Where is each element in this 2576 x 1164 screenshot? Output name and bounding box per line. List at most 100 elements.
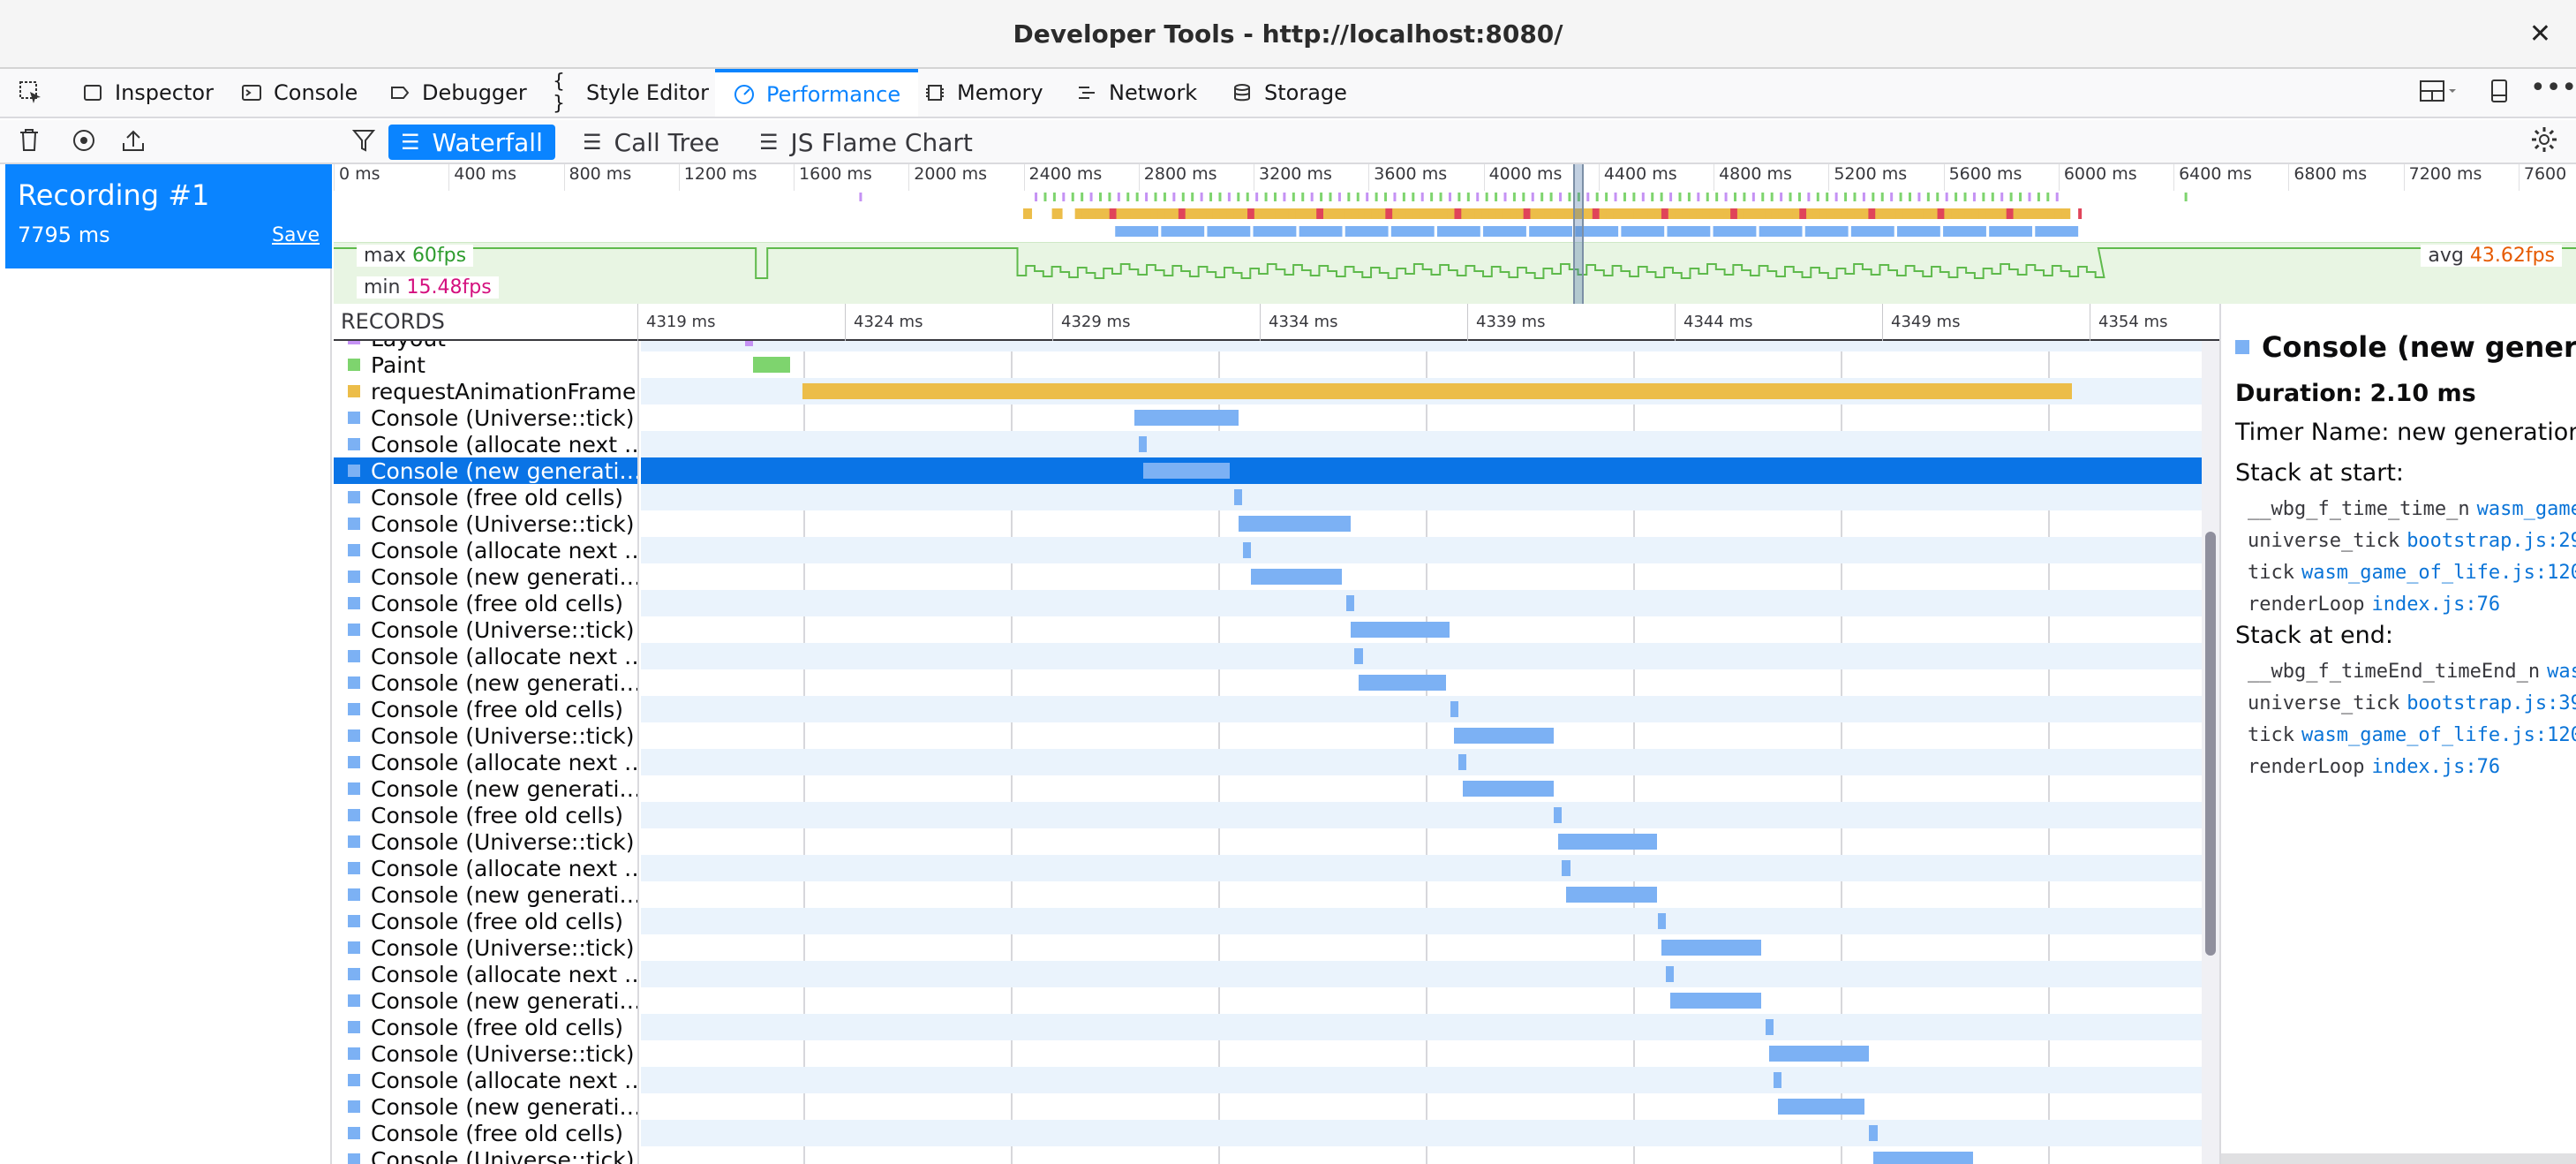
record-icon[interactable] (71, 127, 97, 160)
frame-source-link[interactable]: bootstrap.js:29 (2407, 530, 2576, 552)
waterfall-row[interactable]: Console (Universe::tick) (334, 616, 2202, 643)
marker-bar[interactable] (1661, 940, 1761, 956)
marker-bar[interactable] (1359, 675, 1446, 691)
marker-bar[interactable] (1769, 1046, 1870, 1062)
marker-bar[interactable] (1242, 542, 1251, 558)
waterfall-row[interactable]: Console (new generati… (334, 775, 2202, 802)
responsive-design-icon[interactable] (2488, 78, 2511, 110)
waterfall-row[interactable]: Console (free old cells) (334, 908, 2202, 934)
import-icon[interactable] (120, 127, 147, 160)
marker-bar[interactable] (802, 383, 2073, 399)
marker-bar[interactable] (1774, 1072, 1782, 1088)
marker-bar[interactable] (744, 341, 753, 346)
marker-bar[interactable] (1872, 1152, 1973, 1164)
close-icon[interactable]: ✕ (2528, 19, 2551, 49)
marker-bar[interactable] (1562, 860, 1570, 876)
marker-bar[interactable] (1454, 728, 1554, 744)
frame-source-link[interactable]: wasm_game_of_life.js:120 (2301, 724, 2576, 746)
marker-bar[interactable] (1554, 807, 1563, 823)
waterfall-row[interactable]: Console (allocate next … (334, 855, 2202, 881)
waterfall-row[interactable]: Console (allocate next … (334, 749, 2202, 775)
tab-style-editor[interactable]: { } Style Editor (553, 69, 709, 117)
marker-bar[interactable] (1134, 410, 1239, 426)
marker-bar[interactable] (1665, 966, 1675, 982)
marker-bar[interactable] (1250, 569, 1343, 585)
tab-inspector[interactable]: Inspector (81, 69, 214, 117)
filter-icon[interactable] (351, 127, 376, 160)
overview-selection[interactable] (1573, 164, 1584, 304)
js-flame-chart-button[interactable]: ☰ JS Flame Chart (747, 125, 985, 160)
marker-bar[interactable] (1765, 1019, 1774, 1035)
waterfall-row[interactable]: Layout (334, 341, 2202, 351)
waterfall-row[interactable]: Console (new generati… (334, 457, 2202, 484)
waterfall-row[interactable]: Console (Universe::tick) (334, 1146, 2202, 1164)
tab-memory[interactable]: Memory (923, 69, 1043, 117)
scrollbar-thumb[interactable] (2205, 532, 2216, 956)
detail-hscrollbar[interactable] (2221, 1153, 2576, 1164)
waterfall-row[interactable]: Console (allocate next … (334, 643, 2202, 669)
waterfall-scrollbar[interactable] (2202, 341, 2219, 1164)
tab-console[interactable]: Console (240, 69, 358, 117)
frame-source-link[interactable]: bootstrap.js:39 (2407, 692, 2576, 714)
waterfall-row[interactable]: Console (new generati… (334, 881, 2202, 908)
tab-storage[interactable]: Storage (1231, 69, 1347, 117)
waterfall-row[interactable]: requestAnimationFrame (334, 378, 2202, 404)
waterfall-row[interactable]: Console (free old cells) (334, 802, 2202, 828)
marker-bar[interactable] (1557, 834, 1658, 850)
settings-gear-icon[interactable] (2530, 125, 2558, 160)
frame-source-link[interactable]: index.js:76 (2371, 756, 2501, 778)
recording-item[interactable]: Recording #1 7795 ms Save (5, 164, 332, 268)
waterfall-row[interactable]: Paint (334, 351, 2202, 378)
call-tree-button[interactable]: ☰ Call Tree (570, 125, 732, 160)
waterfall-row[interactable]: Console (new generati… (334, 987, 2202, 1014)
waterfall-row[interactable]: Console (allocate next … (334, 431, 2202, 457)
tab-network[interactable]: Network (1075, 69, 1197, 117)
waterfall-row[interactable]: Console (free old cells) (334, 1014, 2202, 1040)
waterfall-row[interactable]: Console (free old cells) (334, 1120, 2202, 1146)
tab-debugger[interactable]: Debugger (388, 69, 527, 117)
tab-performance[interactable]: Performance (715, 69, 919, 117)
frame-source-link[interactable]: wasm_game (2476, 498, 2576, 520)
waterfall-row[interactable]: Console (Universe::tick) (334, 510, 2202, 537)
waterfall-body[interactable]: LayoutPaintrequestAnimationFrameConsole … (334, 341, 2202, 1164)
waterfall-row[interactable]: Console (allocate next … (334, 961, 2202, 987)
waterfall-row[interactable]: Console (free old cells) (334, 696, 2202, 722)
waterfall-row[interactable]: Console (Universe::tick) (334, 404, 2202, 431)
marker-bar[interactable] (1869, 1125, 1878, 1141)
marker-bar[interactable] (1566, 887, 1658, 903)
marker-bar[interactable] (1346, 595, 1355, 611)
waterfall-row[interactable]: Console (free old cells) (334, 590, 2202, 616)
waterfall-row[interactable]: Console (Universe::tick) (334, 828, 2202, 855)
waterfall-button[interactable]: ☰ Waterfall (388, 125, 555, 160)
frame-source-link[interactable]: wasm_game_of_life.js:120 (2301, 562, 2576, 584)
marker-bar[interactable] (1354, 648, 1363, 664)
marker-bar[interactable] (1238, 516, 1351, 532)
marker-bar[interactable] (1450, 701, 1458, 717)
marker-bar[interactable] (1142, 463, 1231, 479)
waterfall-row[interactable]: Console (allocate next … (334, 1067, 2202, 1093)
frame-source-link[interactable]: was (2547, 661, 2576, 683)
save-link[interactable]: Save (271, 224, 320, 246)
waterfall-row[interactable]: Console (new generati… (334, 1093, 2202, 1120)
waterfall-row[interactable]: Console (new generati… (334, 563, 2202, 590)
waterfall-row[interactable]: Console (new generati… (334, 669, 2202, 696)
marker-bar[interactable] (1657, 913, 1666, 929)
waterfall-row[interactable]: Console (free old cells) (334, 484, 2202, 510)
frame-source-link[interactable]: index.js:76 (2371, 593, 2501, 616)
marker-bar[interactable] (1669, 993, 1761, 1009)
waterfall-row[interactable]: Console (Universe::tick) (334, 1040, 2202, 1067)
marker-bar[interactable] (1234, 489, 1243, 505)
waterfall-row[interactable]: Console (Universe::tick) (334, 934, 2202, 961)
marker-bar[interactable] (1457, 754, 1467, 770)
marker-bar[interactable] (1777, 1099, 1865, 1115)
dock-layout-icon[interactable] (2419, 78, 2459, 110)
marker-bar[interactable] (1139, 436, 1148, 452)
waterfall-row[interactable]: Console (allocate next … (334, 537, 2202, 563)
marker-bar[interactable] (1462, 781, 1554, 797)
clear-icon[interactable] (18, 127, 41, 158)
element-picker-icon[interactable] (18, 69, 44, 117)
waterfall-row[interactable]: Console (Universe::tick) (334, 722, 2202, 749)
marker-bar[interactable] (752, 357, 791, 373)
more-options-icon[interactable]: ••• (2530, 72, 2576, 103)
